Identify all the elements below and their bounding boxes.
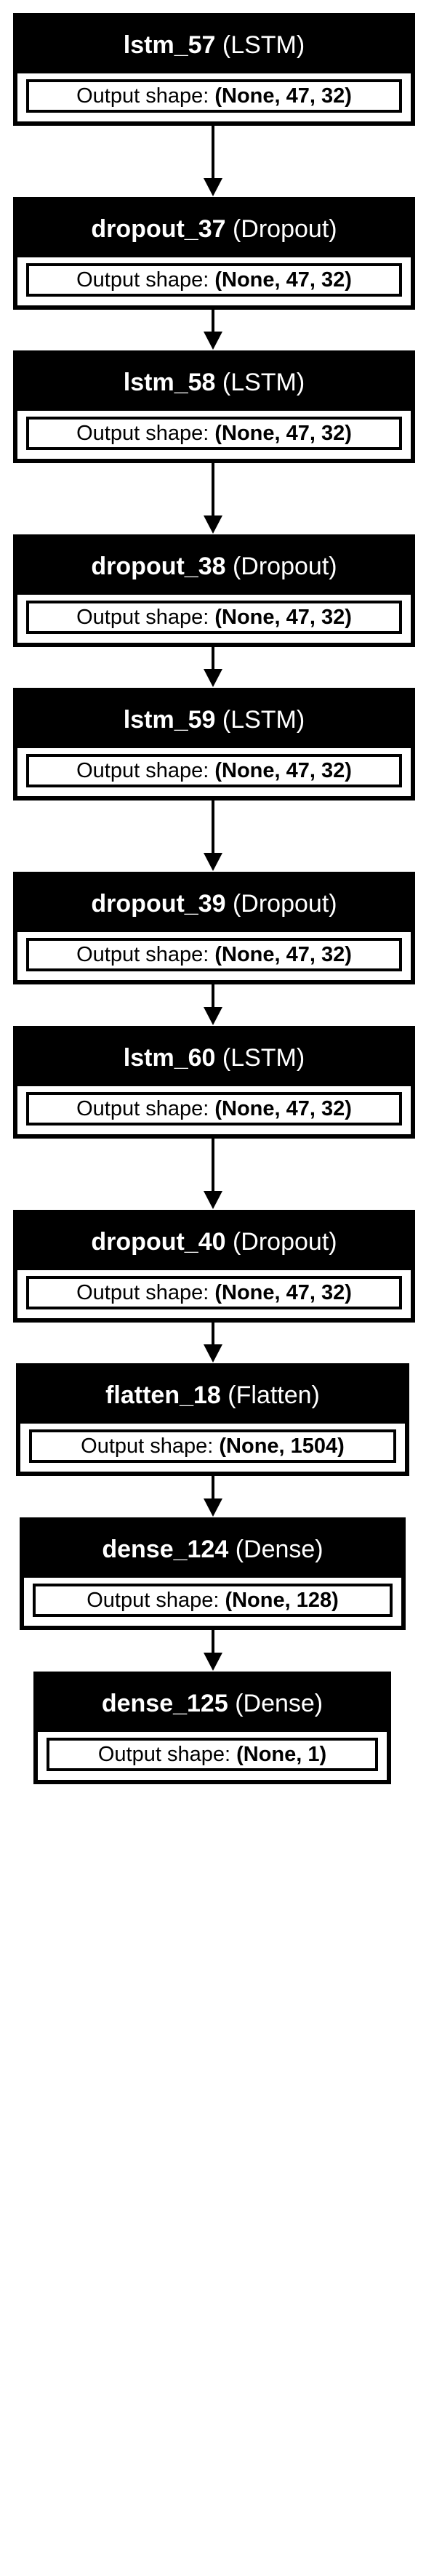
layer-name: lstm_58: [123, 369, 216, 396]
layer-node-dropout_38: dropout_38 (Dropout) Output shape: (None,…: [13, 534, 415, 647]
layer-node-dropout_40: dropout_40 (Dropout) Output shape: (None,…: [13, 1210, 415, 1323]
arrow-head-icon: [204, 853, 222, 871]
output-shape-row: Output shape: (None, 1): [47, 1738, 378, 1771]
layer-type: (Dropout): [232, 1228, 337, 1256]
output-shape-row: Output shape: (None, 128): [33, 1584, 393, 1617]
layer-type: (Dropout): [232, 890, 337, 918]
layer-type: (Dense): [235, 1690, 323, 1717]
output-shape-value: (None, 47, 32): [214, 1280, 352, 1304]
layer-name: lstm_59: [123, 706, 216, 734]
layer-node-dropout_37: dropout_37 (Dropout) Output shape: (None,…: [13, 197, 415, 310]
arrow-head-icon: [204, 1344, 222, 1363]
layer-header: dropout_37 (Dropout): [17, 201, 411, 257]
output-shape-label: Output shape:: [76, 942, 209, 966]
output-shape-value: (None, 47, 32): [214, 758, 352, 782]
layer-header: lstm_57 (LSTM): [17, 17, 411, 73]
arrow-head-icon: [204, 515, 222, 534]
layer-name: lstm_60: [123, 1044, 216, 1072]
layer-header: dropout_40 (Dropout): [17, 1214, 411, 1270]
output-shape-value: (None, 1504): [219, 1434, 345, 1458]
output-shape-label: Output shape:: [87, 1588, 220, 1612]
output-shape-row: Output shape: (None, 47, 32): [26, 1092, 402, 1126]
layer-node-dropout_39: dropout_39 (Dropout) Output shape: (None,…: [13, 872, 415, 984]
output-shape-value: (None, 128): [225, 1588, 339, 1612]
output-shape-label: Output shape:: [76, 421, 209, 445]
layer-node-lstm_57: lstm_57 (LSTM) Output shape: (None, 47, 3…: [13, 13, 415, 126]
output-shape-row: Output shape: (None, 47, 32): [26, 79, 402, 113]
layer-header: lstm_60 (LSTM): [17, 1030, 411, 1086]
output-shape-label: Output shape:: [97, 1742, 231, 1766]
layer-header: dropout_39 (Dropout): [17, 876, 411, 932]
output-shape-row: Output shape: (None, 47, 32): [26, 938, 402, 971]
layer-name: dropout_38: [91, 553, 226, 580]
output-shape-row: Output shape: (None, 1504): [29, 1429, 396, 1463]
layer-header: lstm_58 (LSTM): [17, 355, 411, 411]
layer-type: (Dense): [235, 1536, 323, 1563]
output-shape-value: (None, 47, 32): [214, 84, 352, 108]
layer-type: (LSTM): [222, 369, 305, 396]
output-shape-label: Output shape:: [76, 758, 209, 782]
layer-type: (Dropout): [232, 553, 337, 580]
arrow-head-icon: [204, 1498, 222, 1517]
layer-header: dense_124 (Dense): [24, 1522, 401, 1578]
output-shape-label: Output shape:: [76, 268, 209, 292]
output-shape-label: Output shape:: [76, 605, 209, 629]
layer-type: (LSTM): [222, 1044, 305, 1072]
arrow-head-icon: [204, 669, 222, 687]
layer-name: dropout_40: [91, 1228, 226, 1256]
output-shape-label: Output shape:: [81, 1434, 214, 1458]
layer-header: flatten_18 (Flatten): [20, 1368, 405, 1424]
layer-header: lstm_59 (LSTM): [17, 692, 411, 748]
layer-node-lstm_60: lstm_60 (LSTM) Output shape: (None, 47, 3…: [13, 1026, 415, 1139]
layer-header: dropout_38 (Dropout): [17, 539, 411, 595]
layer-type: (LSTM): [222, 31, 305, 59]
layer-type: (LSTM): [222, 706, 305, 734]
arrow-head-icon: [204, 1191, 222, 1209]
output-shape-value: (None, 47, 32): [214, 1096, 352, 1120]
layer-name: dropout_37: [91, 215, 226, 243]
layer-node-dense_124: dense_124 (Dense) Output shape: (None, 12…: [20, 1517, 406, 1630]
layer-name: dense_124: [102, 1536, 229, 1563]
output-shape-value: (None, 47, 32): [214, 421, 352, 445]
output-shape-value: (None, 47, 32): [214, 605, 352, 629]
output-shape-value: (None, 47, 32): [214, 942, 352, 966]
layer-name: flatten_18: [105, 1381, 221, 1409]
layer-type: (Dropout): [232, 215, 337, 243]
layer-type: (Flatten): [228, 1381, 320, 1409]
layer-name: dropout_39: [91, 890, 226, 918]
output-shape-label: Output shape:: [76, 84, 209, 108]
output-shape-value: (None, 1): [236, 1742, 327, 1766]
output-shape-label: Output shape:: [76, 1280, 209, 1304]
arrow-head-icon: [204, 1007, 222, 1025]
layer-header: dense_125 (Dense): [38, 1676, 387, 1732]
arrow-head-icon: [204, 178, 222, 196]
arrow-head-icon: [204, 332, 222, 350]
output-shape-row: Output shape: (None, 47, 32): [26, 754, 402, 787]
output-shape-row: Output shape: (None, 47, 32): [26, 263, 402, 297]
layer-node-dense_125: dense_125 (Dense) Output shape: (None, 1): [33, 1672, 391, 1784]
layer-node-flatten_18: flatten_18 (Flatten) Output shape: (None,…: [16, 1363, 409, 1476]
layer-name: dense_125: [101, 1690, 228, 1717]
layer-node-lstm_59: lstm_59 (LSTM) Output shape: (None, 47, 3…: [13, 688, 415, 801]
layer-name: lstm_57: [123, 31, 216, 59]
output-shape-label: Output shape:: [76, 1096, 209, 1120]
arrow-head-icon: [204, 1653, 222, 1671]
output-shape-row: Output shape: (None, 47, 32): [26, 417, 402, 450]
output-shape-row: Output shape: (None, 47, 32): [26, 601, 402, 634]
layer-node-lstm_58: lstm_58 (LSTM) Output shape: (None, 47, 3…: [13, 350, 415, 463]
output-shape-row: Output shape: (None, 47, 32): [26, 1276, 402, 1309]
output-shape-value: (None, 47, 32): [214, 268, 352, 292]
